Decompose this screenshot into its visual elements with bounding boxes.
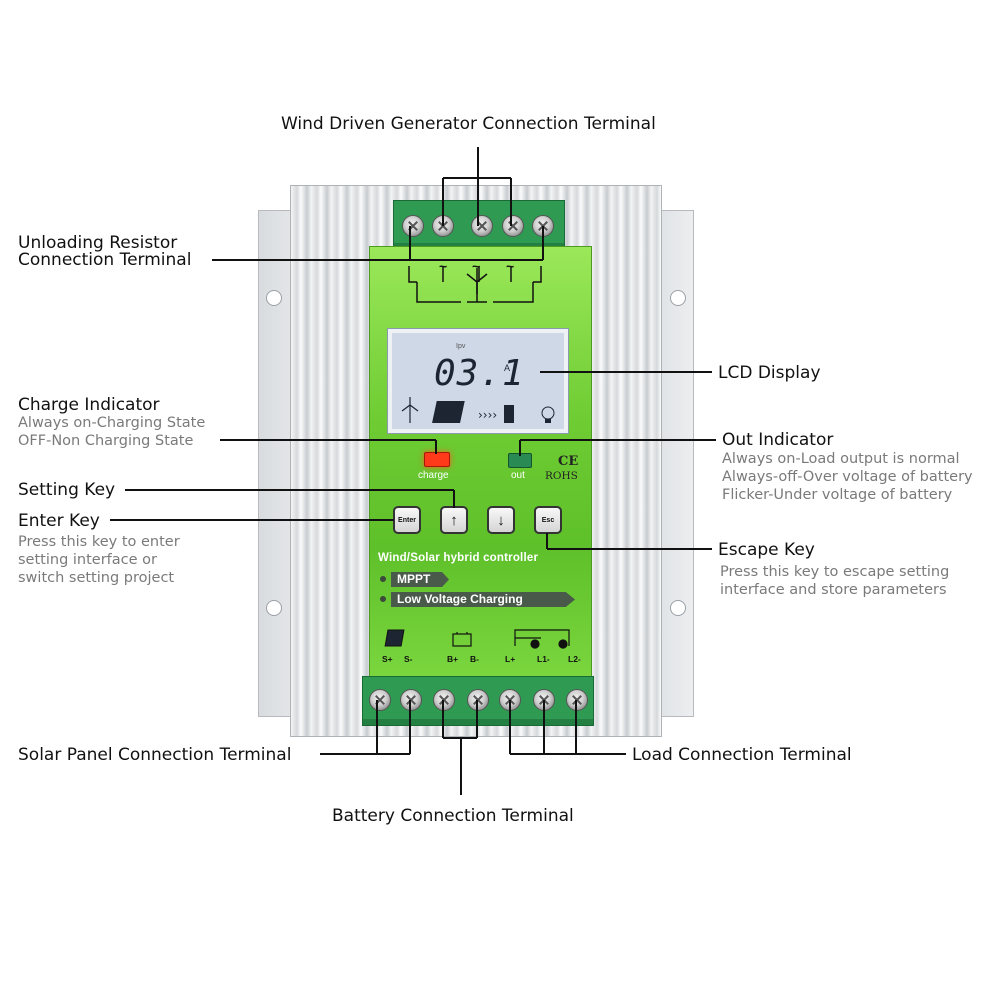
wind-generator-terminal-label: Wind Driven Generator Connection Termina… (281, 114, 656, 134)
screw-terminal[interactable] (402, 215, 424, 237)
controller-title: Wind/Solar hybrid controller (378, 552, 539, 564)
out-indicator-desc-3: Flicker-Under voltage of battery (722, 487, 953, 503)
terminal-label-s-plus: S+ (382, 654, 393, 664)
enter-key-desc-2: setting interface or (18, 552, 157, 568)
terminal-symbols (384, 629, 570, 649)
battery-terminal-label: Battery Connection Terminal (332, 806, 574, 826)
terminal-label-s-minus: S- (404, 654, 413, 664)
solar-panel-icon (384, 629, 405, 647)
solar-panel-terminal-label: Solar Panel Connection Terminal (18, 745, 292, 765)
terminal-label-l2-minus: L2- (568, 654, 581, 664)
wind-generator-symbol-icon (408, 266, 542, 303)
svg-text:››››: ›››› (478, 408, 497, 422)
mount-hole (266, 290, 282, 306)
charge-indicator-desc-2: OFF-Non Charging State (18, 433, 194, 449)
rohs-mark: ROHS (545, 470, 578, 482)
charge-led-label: charge (418, 470, 449, 481)
bullet-dot (380, 576, 386, 582)
low-voltage-charging-tag: Low Voltage Charging (391, 592, 575, 607)
setting-key-label: Setting Key (18, 480, 116, 500)
out-indicator-desc-2: Always-off-Over voltage of battery (722, 469, 973, 485)
screw-terminal[interactable] (369, 689, 391, 711)
escape-key-desc-2: interface and store parameters (720, 582, 947, 598)
battery-icon (452, 632, 472, 647)
terminal-label-b-plus: B+ (447, 654, 459, 664)
terminal-label-l1-minus: L1- (537, 654, 550, 664)
unloading-resistor-label-line2: Connection Terminal (18, 250, 192, 270)
out-led-label: out (511, 470, 525, 481)
mount-hole (266, 600, 282, 616)
mount-hole (670, 290, 686, 306)
lcd-display-label: LCD Display (718, 363, 821, 383)
lcd-display: Ipv 03.1 A ›››› (387, 328, 569, 434)
lcd-status-icons: ›››› (401, 397, 555, 423)
wind-phase-symbol: ~ (506, 258, 515, 274)
wind-phase-symbol: ~ (472, 258, 481, 274)
terminal-label-l-plus: L+ (505, 654, 516, 664)
lcd-digits: 03.1 (434, 353, 525, 394)
wind-phase-symbol: ~ (439, 258, 448, 274)
bullet-dot (380, 596, 386, 602)
escape-key-title: Escape Key (718, 540, 815, 560)
enter-key-title: Enter Key (18, 511, 100, 531)
mount-hole (670, 600, 686, 616)
charge-indicator-desc-1: Always on-Charging State (18, 415, 206, 431)
lcd-unit: A (504, 363, 511, 373)
screw-terminal[interactable] (471, 215, 493, 237)
enter-key-desc-1: Press this key to enter (18, 534, 180, 550)
enter-key-desc-3: switch setting project (18, 570, 175, 586)
down-arrow-key-button[interactable]: ↓ (487, 506, 515, 534)
mppt-tag: MPPT (391, 572, 449, 587)
lcd-ipv-label: Ipv (456, 343, 466, 350)
load-lamp-icon (514, 629, 570, 649)
unloading-resistor-label-line1: Unloading Resistor (18, 233, 178, 253)
escape-key-desc-1: Press this key to escape setting (720, 564, 950, 580)
up-arrow-key-button[interactable]: ↑ (440, 506, 468, 534)
ce-mark: CE (558, 454, 579, 469)
load-terminal-label: Load Connection Terminal (632, 745, 852, 765)
out-indicator-desc-1: Always on-Load output is normal (722, 451, 960, 467)
terminal-label-b-minus: B- (470, 654, 479, 664)
charge-indicator-title: Charge Indicator (18, 395, 160, 415)
out-indicator-title: Out Indicator (722, 430, 834, 450)
escape-key-button[interactable]: Esc (534, 506, 562, 534)
screw-terminal[interactable] (502, 215, 524, 237)
